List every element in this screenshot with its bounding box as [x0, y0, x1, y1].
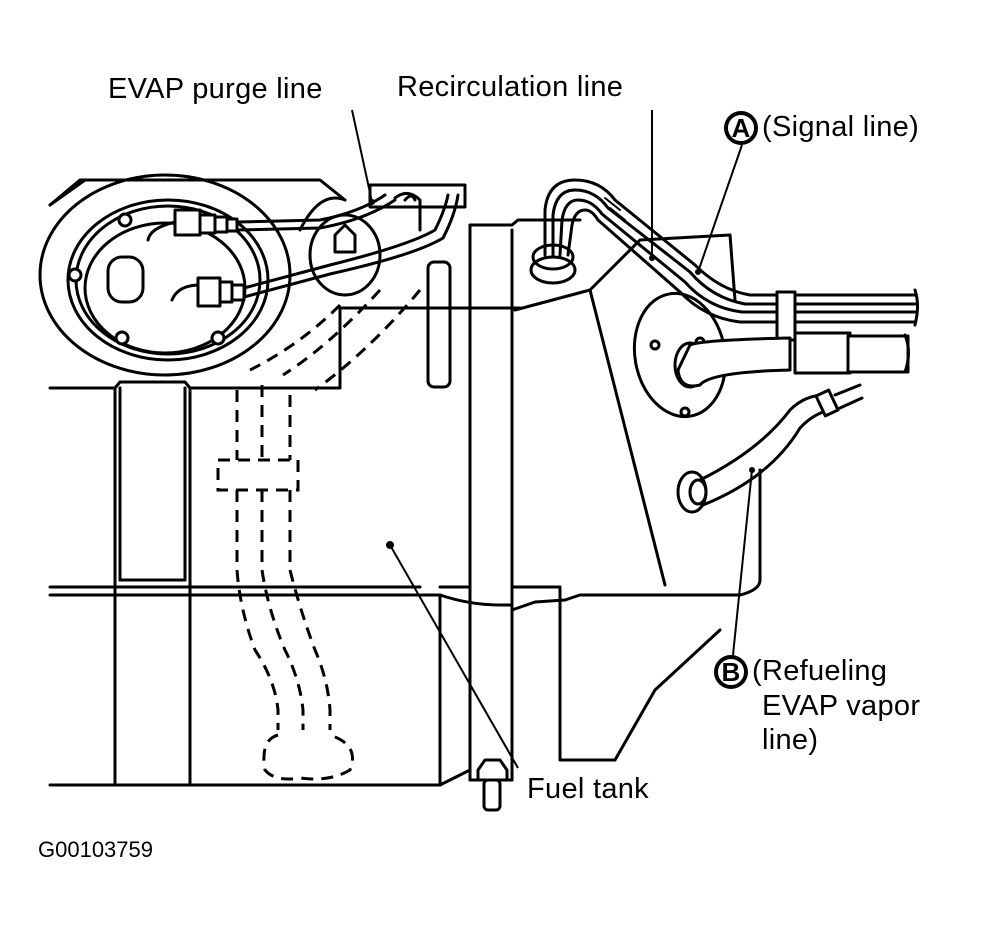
- label-refueling-line: B(Refueling EVAP vapor line): [714, 654, 920, 757]
- refueling-line-text-2: EVAP vapor: [762, 690, 921, 723]
- fuel-pump-sender-unit: [38, 173, 292, 377]
- marker-a-badge: A: [724, 111, 758, 146]
- mounting-bolt: [476, 758, 509, 812]
- filler-neck-chamber: [298, 196, 382, 297]
- leader-evap-purge: [351, 109, 373, 203]
- label-recirculation-line: Recirculation line: [397, 71, 624, 103]
- evap-tubes: [173, 183, 467, 308]
- figure-id-code: G00103759: [38, 837, 153, 862]
- refueling-line-text-1: (Refueling: [752, 655, 888, 687]
- refueling-vapor-hose: [676, 383, 864, 514]
- label-fuel-tank: Fuel tank: [527, 773, 649, 805]
- internal-hoses-hidden: [216, 288, 422, 781]
- signal-line-pipes: [529, 178, 919, 342]
- leader-lines: [351, 109, 755, 769]
- leader-signal: [697, 144, 743, 273]
- refueling-line-text-3: line): [762, 724, 819, 757]
- label-evap-purge-line: EVAP purge line: [108, 73, 323, 105]
- leader-fuel-tank: [389, 544, 519, 769]
- filler-hose: [632, 291, 910, 419]
- label-signal-line: A(Signal line): [724, 110, 920, 146]
- marker-b-badge: B: [714, 655, 748, 690]
- fuel-tank-body: [48, 218, 762, 787]
- signal-line-text: (Signal line): [762, 111, 920, 143]
- leader-refueling: [732, 469, 753, 656]
